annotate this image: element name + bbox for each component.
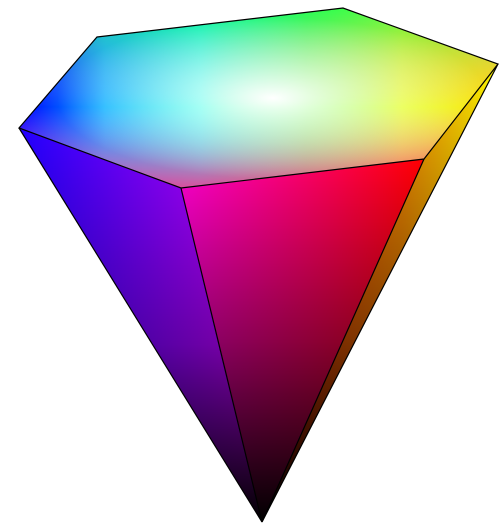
hsv-hexcone-figure: [0, 0, 500, 527]
hsv-hexcone-svg: [0, 0, 500, 527]
